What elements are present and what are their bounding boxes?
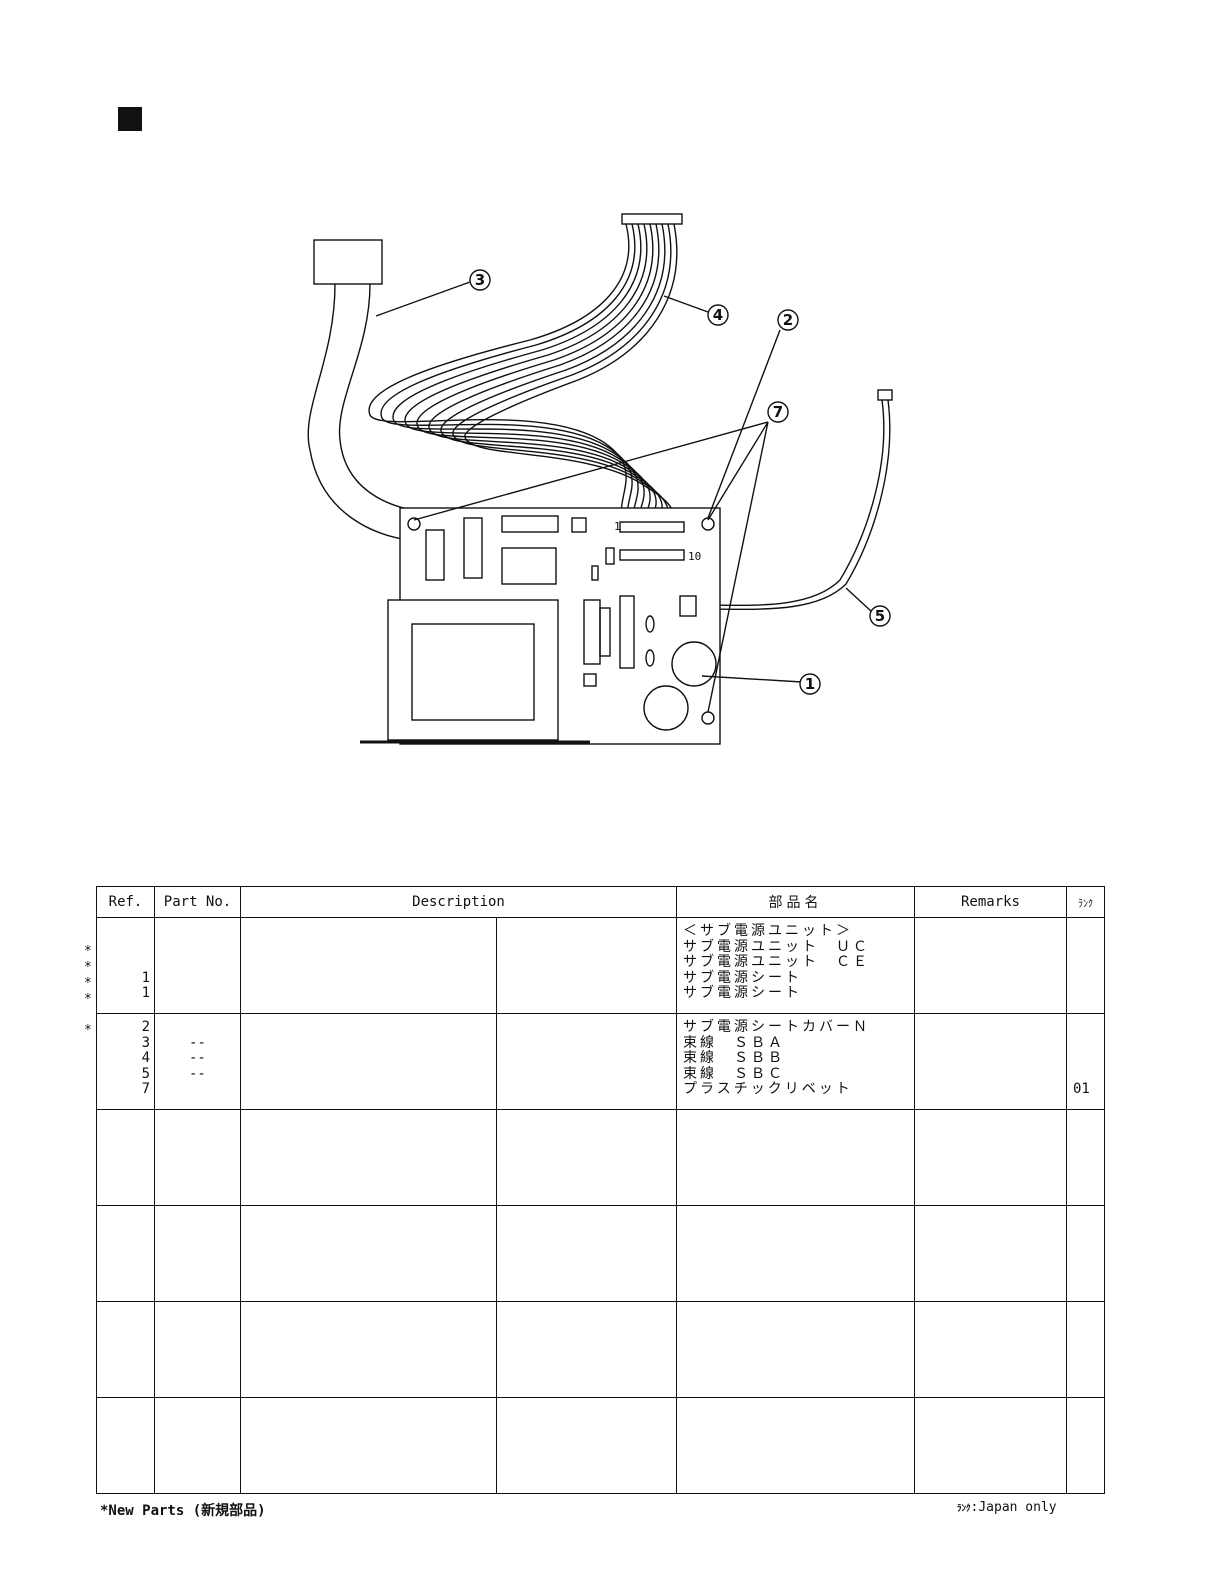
harness-4 xyxy=(369,224,677,526)
new-part-marker: * xyxy=(84,976,92,992)
table-row: 1 1 ＜サブ電源ユニット＞ サブ電源ユニット ＵＣ サブ電源ユニット ＣＥ サ… xyxy=(97,918,1105,1014)
header-part-no: Part No. xyxy=(155,887,241,918)
callout-3: 3 xyxy=(475,271,485,289)
description-cell xyxy=(241,1014,497,1110)
footer-rank-note: ﾗﾝｸ:Japan only xyxy=(957,1500,1057,1515)
ref-cell: 1 1 xyxy=(97,918,154,1002)
rank-cell xyxy=(1067,918,1104,924)
ref-cell: 2 3 4 5 7 xyxy=(97,1014,154,1098)
section-marker xyxy=(118,107,142,131)
connector-4 xyxy=(622,214,682,224)
footer-rank-label: ﾗﾝｸ xyxy=(957,1504,971,1514)
remarks-cell xyxy=(915,1014,1067,1110)
callout-4: 4 xyxy=(713,306,723,324)
rank-cell: 01 xyxy=(1067,1014,1104,1098)
header-rank: ﾗﾝｸ xyxy=(1067,887,1105,918)
table-header-row: Ref. Part No. Description 部品名 Remarks ﾗﾝ… xyxy=(97,887,1105,918)
header-remarks: Remarks xyxy=(915,887,1067,918)
new-part-marker: * xyxy=(84,944,92,960)
new-part-marker: * xyxy=(84,1023,92,1039)
connector-5 xyxy=(878,390,892,400)
header-ref: Ref. xyxy=(97,887,155,918)
part-no-cell: -- -- -- xyxy=(155,1014,240,1082)
new-part-marker: * xyxy=(84,992,92,1008)
remarks-cell xyxy=(915,918,1067,1014)
part-no-cell xyxy=(155,918,240,924)
footer-new-parts-note: *New Parts (新規部品) xyxy=(100,1500,266,1520)
table-row: 2 3 4 5 7 -- -- -- サブ電源シートカバーＮ 束線 ＳＢＡ 束線… xyxy=(97,1014,1105,1110)
jp-name-cell: サブ電源シートカバーＮ 束線 ＳＢＡ 束線 ＳＢＢ 束線 ＳＢＣ プラスチックリ… xyxy=(677,1014,914,1098)
footer-japan-only: :Japan only xyxy=(971,1500,1057,1515)
callout-7: 7 xyxy=(773,403,783,421)
table-row xyxy=(97,1398,1105,1494)
harness-5 xyxy=(698,400,884,605)
header-description: Description xyxy=(241,887,677,918)
header-jp-name: 部品名 xyxy=(677,887,915,918)
description-cell-2 xyxy=(497,1014,677,1110)
pin-10-label: 10 xyxy=(688,550,701,563)
pin-1-label: 1 xyxy=(614,520,621,533)
exploded-diagram: 3 4 2 7 5 1 1 10 xyxy=(280,200,920,760)
callout-5: 5 xyxy=(875,607,885,625)
table-row xyxy=(97,1110,1105,1206)
table-row xyxy=(97,1302,1105,1398)
callout-1: 1 xyxy=(805,675,815,693)
transformer xyxy=(388,600,558,740)
description-cell-2 xyxy=(497,918,677,1014)
table-row xyxy=(97,1206,1105,1302)
description-cell xyxy=(241,918,497,1014)
callout-2: 2 xyxy=(783,311,793,329)
jp-name-cell: ＜サブ電源ユニット＞ サブ電源ユニット ＵＣ サブ電源ユニット ＣＥ サブ電源シ… xyxy=(677,918,914,1002)
connector-3 xyxy=(314,240,382,284)
parts-table: Ref. Part No. Description 部品名 Remarks ﾗﾝ… xyxy=(96,886,1105,1494)
new-part-marker: * xyxy=(84,960,92,976)
